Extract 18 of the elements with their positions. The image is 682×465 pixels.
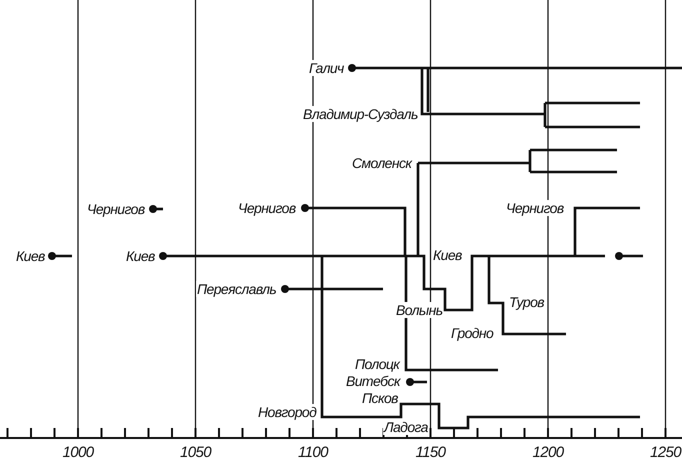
- principality-label: Новгород: [257, 404, 318, 420]
- principality-label: Псков: [361, 390, 399, 406]
- principality-label: Витебск: [345, 373, 401, 389]
- principality-label: Полоцк: [354, 356, 400, 372]
- principality-label: Волынь: [395, 302, 444, 318]
- principality-label: Галич: [308, 60, 345, 76]
- principality-label: Туров: [508, 294, 545, 310]
- principality-label: Гродно: [450, 325, 494, 341]
- principality-label: Чернигов: [237, 200, 297, 216]
- principality-label: Ладога: [383, 419, 429, 435]
- principality-label: Переяславль: [196, 281, 278, 297]
- principality-label: Киев: [432, 247, 463, 263]
- principality-label: Киев: [15, 248, 46, 264]
- principality-label: Чернигов: [505, 200, 565, 216]
- principality-label: Владимир-Суздаль: [302, 106, 419, 122]
- principality-label: Чернигов: [86, 201, 146, 217]
- principality-label: Киев: [125, 248, 156, 264]
- principality-label: Смоленск: [351, 155, 412, 171]
